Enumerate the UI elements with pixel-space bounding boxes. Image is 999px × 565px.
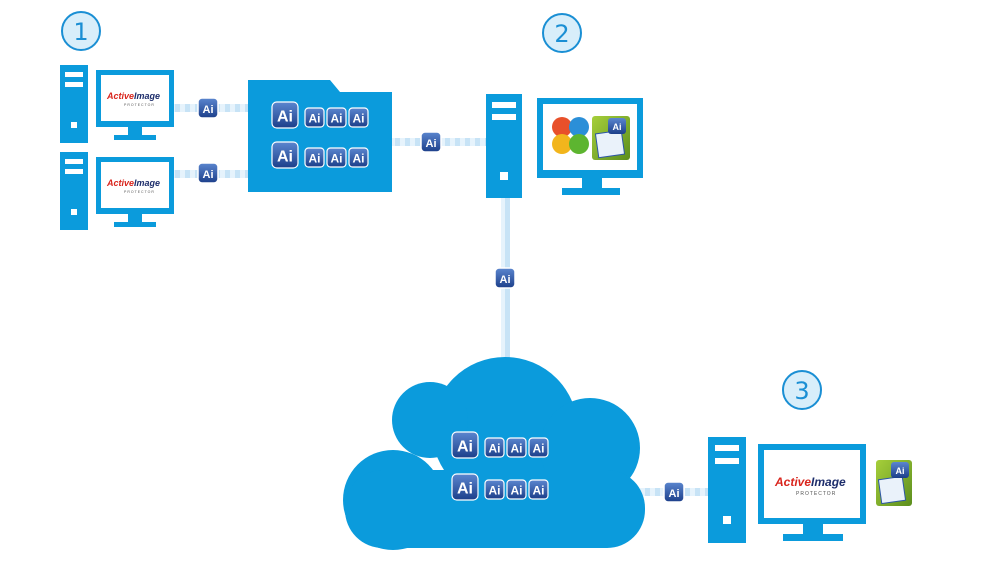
ai-badge-icon: Ai [197, 162, 219, 184]
svg-text:Ai: Ai [331, 151, 343, 165]
client-computer-1: ActiveImage PROTECTOR [60, 65, 174, 143]
svg-text:Ai: Ai [331, 111, 343, 125]
client-computer-2: ActiveImage PROTECTOR [60, 152, 174, 230]
step-marker-1: 1 [61, 11, 101, 51]
svg-text:Ai: Ai [353, 111, 365, 125]
step-number: 2 [554, 20, 569, 48]
ai-image-icon: Ai [326, 107, 347, 128]
svg-text:Ai: Ai [457, 481, 473, 498]
svg-text:Ai: Ai [457, 439, 473, 456]
svg-text:Ai: Ai [353, 151, 365, 165]
ai-image-icon: Ai [304, 107, 325, 128]
image-explorer-app-icon: Ai [592, 116, 630, 160]
svg-text:PROTECTOR: PROTECTOR [124, 103, 155, 107]
image-explorer-app-icon: Ai [876, 460, 912, 506]
cloud-image-row-1: Ai Ai Ai Ai [451, 431, 549, 459]
ai-image-icon: Ai [451, 431, 479, 459]
svg-text:Ai: Ai [426, 138, 437, 150]
activeimage-protector-logo: ActiveImage PROTECTOR [106, 178, 160, 194]
folder-image-row-1: Ai Ai Ai Ai [271, 101, 369, 129]
svg-text:Ai: Ai [309, 111, 321, 125]
svg-text:ActiveImage: ActiveImage [106, 178, 160, 188]
network-folder-icon [248, 80, 392, 192]
svg-text:ActiveImage: ActiveImage [774, 475, 846, 489]
svg-text:Ai: Ai [669, 488, 680, 500]
ai-badge-icon: Ai [663, 481, 685, 503]
svg-text:PROTECTOR: PROTECTOR [124, 190, 155, 194]
svg-text:Ai: Ai [277, 109, 293, 126]
svg-text:Ai: Ai [533, 483, 545, 497]
step-marker-2: 2 [542, 13, 582, 53]
step-number: 1 [73, 18, 88, 46]
svg-text:Ai: Ai [533, 441, 545, 455]
step-marker-3: 3 [782, 370, 822, 410]
desktop-computer-icon [708, 437, 866, 543]
svg-text:Ai: Ai [511, 483, 523, 497]
ai-image-icon: Ai [506, 437, 527, 458]
ai-image-icon: Ai [271, 141, 299, 169]
ai-image-icon: Ai [451, 473, 479, 501]
ai-badge-icon: Ai [494, 267, 516, 289]
svg-text:PROTECTOR: PROTECTOR [796, 491, 836, 497]
ai-image-icon: Ai [271, 101, 299, 129]
ai-image-icon: Ai [326, 147, 347, 168]
ai-image-icon: Ai [484, 437, 505, 458]
svg-text:Ai: Ai [489, 483, 501, 497]
activeimage-protector-logo: ActiveImage PROTECTOR [774, 475, 846, 497]
svg-text:Ai: Ai [489, 441, 501, 455]
desktop-computer-icon [60, 65, 174, 143]
ai-image-icon: Ai [484, 479, 505, 500]
link-badges: Ai Ai Ai Ai Ai [197, 97, 685, 503]
cloud-storage-icon [343, 357, 645, 550]
ai-badge-icon: Ai [420, 131, 442, 153]
svg-text:Ai: Ai [203, 169, 214, 181]
ai-badge-icon: Ai [197, 97, 219, 119]
svg-text:Ai: Ai [277, 149, 293, 166]
media-center-app-icon [552, 117, 589, 154]
ai-image-icon: Ai [304, 147, 325, 168]
ai-image-icon: Ai [348, 147, 369, 168]
svg-text:Ai: Ai [896, 466, 905, 476]
cloud-image-row-2: Ai Ai Ai Ai [451, 473, 549, 501]
desktop-computer-icon [60, 152, 174, 230]
folder-image-row-2: Ai Ai Ai Ai [271, 141, 369, 169]
svg-text:Ai: Ai [203, 104, 214, 116]
svg-text:Ai: Ai [309, 151, 321, 165]
ai-image-icon: Ai [528, 437, 549, 458]
ai-image-icon: Ai [506, 479, 527, 500]
ai-image-icon: Ai [528, 479, 549, 500]
server-computer: Ai [486, 94, 643, 198]
restore-computer: ActiveImage PROTECTOR Ai [708, 437, 912, 543]
svg-text:ActiveImage: ActiveImage [106, 91, 160, 101]
ai-image-icon: Ai [348, 107, 369, 128]
step-number: 3 [794, 377, 809, 405]
svg-text:Ai: Ai [500, 274, 511, 286]
svg-text:Ai: Ai [511, 441, 523, 455]
svg-text:Ai: Ai [613, 122, 622, 132]
activeimage-protector-logo: ActiveImage PROTECTOR [106, 91, 160, 107]
